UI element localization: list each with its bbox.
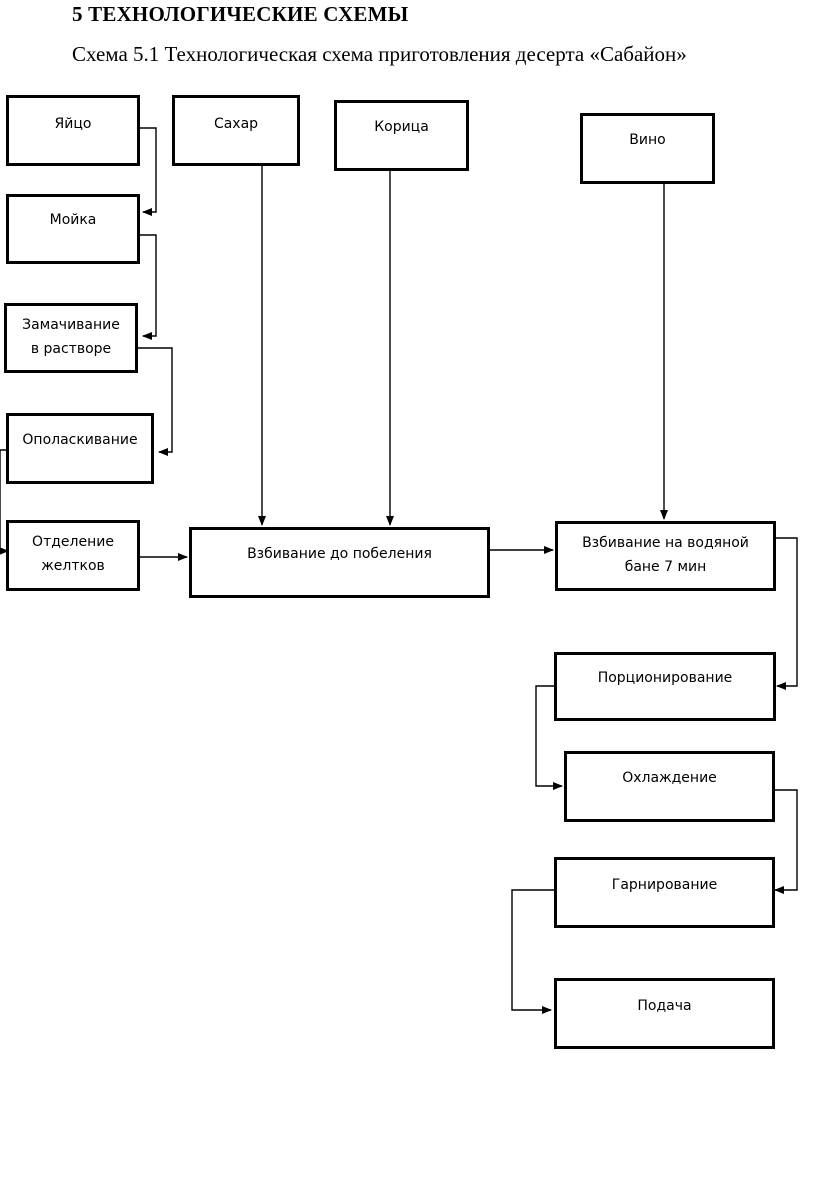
cooling-label: Охлаждение [622,770,717,786]
wine-box: Вино [580,113,715,184]
soaking-box: Замачивание в растворе [4,303,138,373]
serving-label: Подача [637,998,692,1014]
egg-label: Яйцо [54,116,92,132]
serving-box: Подача [554,978,775,1049]
rinsing-label: Ополаскивание [22,432,138,448]
connector-bath-portioning [776,537,798,690]
portioning-label: Порционирование [597,670,733,686]
separation-label-line1: Отделение [32,534,114,550]
washing-label: Мойка [49,212,97,228]
rinsing-box: Ополаскивание [6,413,154,484]
water-bath-label-line1: Взбивание на водяной [582,535,749,551]
connector-garnishing-serving [511,889,555,1014]
sugar-box: Сахар [172,95,300,166]
cinnamon-box: Корица [334,100,469,171]
connector-egg-washing [139,127,157,216]
connector-portioning-cooling [535,685,563,790]
portioning-box: Порционирование [554,652,776,721]
garnishing-label: Гарнирование [611,877,718,893]
connector-cooling-garnishing [774,789,798,894]
cooling-box: Охлаждение [564,751,775,822]
wine-label: Вино [629,132,666,148]
scheme-caption: Схема 5.1 Технологическая схема приготов… [72,42,687,66]
separation-box: Отделение желтков [6,520,140,591]
garnishing-box: Гарнирование [554,857,775,928]
soaking-label-line1: Замачивание [22,317,120,333]
water-bath-label-line2: бане 7 мин [624,559,707,575]
connector-soaking-rinsing [137,347,173,456]
soaking-label-line2: в растворе [30,341,112,357]
section-heading: 5 ТЕХНОЛОГИЧЕСКИЕ СХЕМЫ [72,2,409,26]
sugar-label: Сахар [213,116,259,132]
cinnamon-label: Корица [374,119,429,135]
water-bath-box: Взбивание на водяной бане 7 мин [555,521,776,591]
connector-rinsing-separation [0,449,10,555]
separation-label-line2: желтков [41,558,105,574]
washing-box: Мойка [6,194,140,264]
whipping-white-label: Взбивание до побеления [247,546,432,562]
connector-washing-soaking [139,234,157,340]
egg-box: Яйцо [6,95,140,166]
whipping-white-box: Взбивание до побеления [189,527,490,598]
